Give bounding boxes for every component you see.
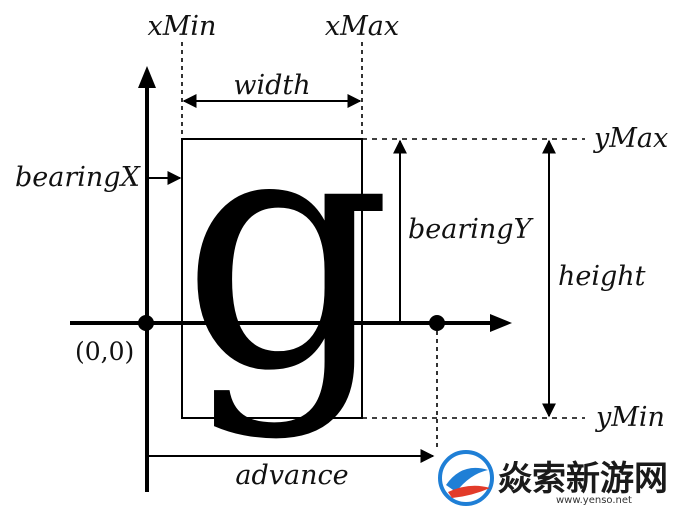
origin-point xyxy=(138,315,154,331)
height-label: height xyxy=(558,261,646,292)
watermark-brand-text: 焱索新游网 xyxy=(498,459,668,499)
ymin-label: yMin xyxy=(595,402,665,433)
bearing-x-label: bearingX xyxy=(15,162,142,193)
glyph-character: g xyxy=(181,59,392,443)
x-axis-arrowhead xyxy=(490,314,512,332)
advance-label: advance xyxy=(235,460,348,491)
glyph-bounding-box xyxy=(181,138,363,419)
watermark: 焱索新游网 www.yenso.net xyxy=(438,450,668,506)
xmin-label: xMin xyxy=(148,11,217,42)
y-axis-arrowhead xyxy=(138,66,156,88)
origin-label: (0,0) xyxy=(75,337,134,366)
bearing-y-label: bearingY xyxy=(408,214,534,245)
watermark-url-text: www.yenso.net xyxy=(556,495,632,506)
xmax-label: xMax xyxy=(325,11,399,42)
watermark-logo-icon xyxy=(438,450,494,506)
ymax-label: yMax xyxy=(593,123,668,154)
advance-point xyxy=(429,315,445,331)
width-label: width xyxy=(233,70,310,101)
